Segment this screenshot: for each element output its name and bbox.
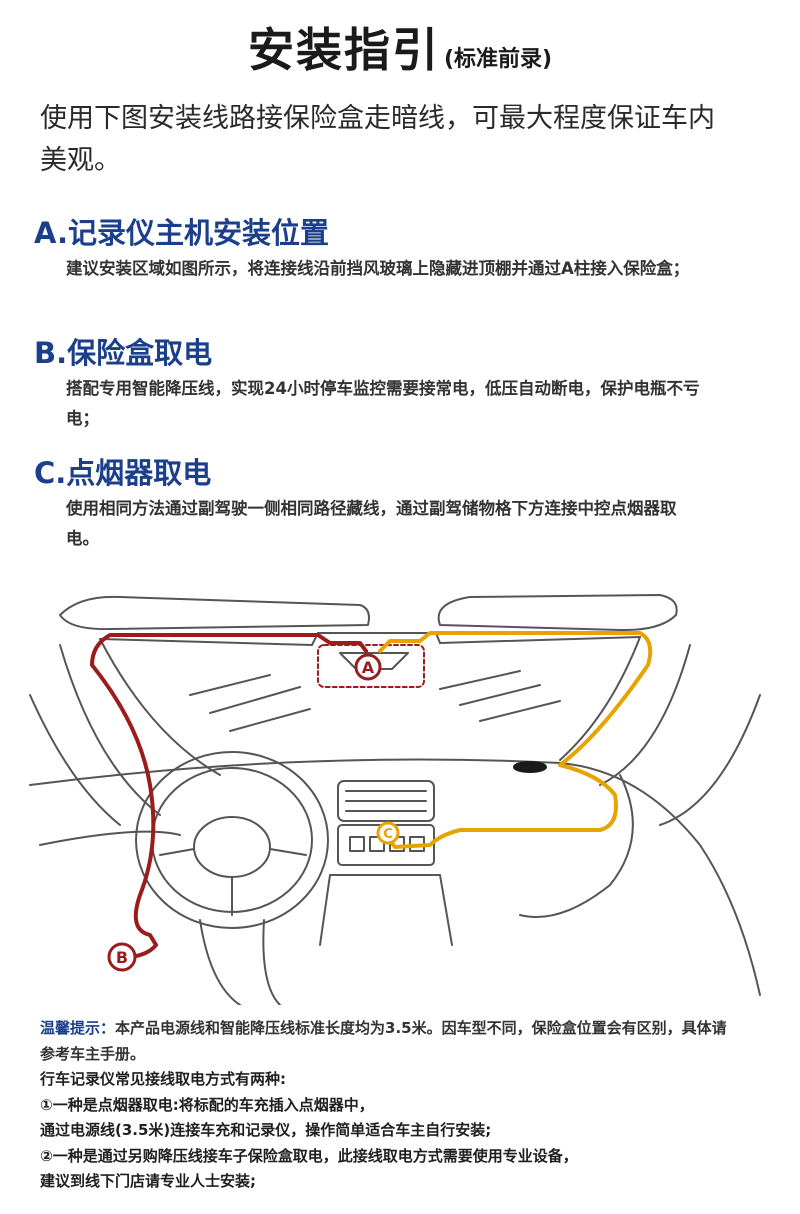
- title-subtitle: (标准前录): [443, 47, 553, 72]
- notes-line: 行车记录仪常见接线取电方式有两种:: [40, 1070, 287, 1088]
- section-a-heading: A.记录仪主机安装位置: [34, 216, 329, 250]
- section-b-heading: B.保险盒取电: [34, 336, 213, 370]
- notes-line: 建议到线下门店请专业人士安装;: [40, 1172, 257, 1190]
- section-b-body: 搭配专用智能降压线，实现24小时停车监控需要接常电，低压自动断电，保护电瓶不亏电…: [66, 379, 700, 428]
- section-a-body: 建议安装区域如图所示，将连接线沿前挡风玻璃上隐藏进顶棚并通过A柱接入保险盒；: [66, 259, 690, 278]
- marker-c-label: C: [383, 827, 393, 842]
- warm-tip-label: 温馨提示：: [40, 1019, 116, 1037]
- wiring-notes: 行车记录仪常见接线取电方式有两种: ①一种是点烟器取电:将标配的车充插入点烟器中…: [40, 1067, 760, 1195]
- car-interior-diagram: A B C: [29, 594, 761, 1005]
- warm-tip-text: 本产品电源线和智能降压线标准长度均为3.5米。因车型不同，保险盒位置会有区别，具…: [40, 1019, 727, 1063]
- marker-a: A: [354, 653, 382, 681]
- car-outline: [29, 594, 761, 1005]
- warm-tip: 温馨提示：本产品电源线和智能降压线标准长度均为3.5米。因车型不同，保险盒位置会…: [40, 1015, 740, 1067]
- notes-line: ①一种是点烟器取电:将标配的车充插入点烟器中，: [40, 1095, 374, 1114]
- page-title: 安装指引(标准前录): [0, 14, 800, 80]
- route-cigarette-lighter: [378, 631, 653, 849]
- notes-line: 通过电源线(3.5米)连接车充和记录仪，操作简单适合车主自行安装;: [40, 1121, 492, 1139]
- notes-line: ②一种是通过另购降压线接车子保险盒取电，此接线取电方式需要使用专业设备，: [40, 1146, 578, 1165]
- marker-c: C: [376, 821, 400, 845]
- title-main: 安装指引: [247, 23, 440, 77]
- route-fuse-box: [90, 633, 368, 959]
- marker-a-label: A: [362, 658, 375, 677]
- marker-b: B: [107, 942, 137, 972]
- section-c-heading: C.点烟器取电: [34, 456, 212, 490]
- section-c-body: 使用相同方法通过副驾驶一侧相同路径藏线，通过副驾储物格下方连接中控点烟器取电。: [66, 499, 677, 548]
- intro-text: 使用下图安装线路接保险盒走暗线，可最大程度保证车内美观。: [40, 103, 715, 176]
- marker-b-label: B: [116, 948, 128, 967]
